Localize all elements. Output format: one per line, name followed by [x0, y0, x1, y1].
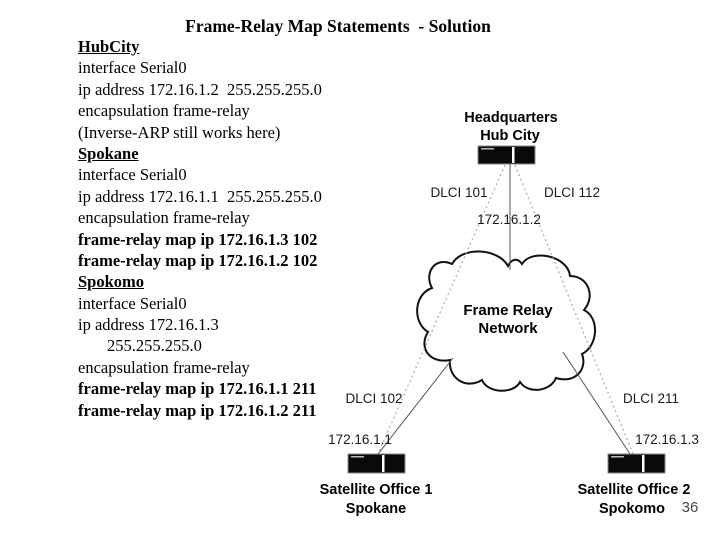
config-line: (Inverse-ARP still works here)	[78, 122, 281, 142]
spokane-ip-label: 172.16.1.1	[328, 432, 392, 447]
hub-site-label: Headquarters	[464, 110, 557, 126]
config-line: interface Serial0	[78, 165, 187, 185]
config-line: encapsulation frame-relay	[78, 101, 250, 121]
dlci-102-label: DLCI 102	[345, 391, 402, 406]
config-line: ip address 172.16.1.1 255.255.255.0	[78, 186, 322, 206]
spokomo-router-icon	[607, 453, 666, 474]
config-line: Spokomo	[78, 272, 145, 292]
page-number: 36	[682, 499, 699, 516]
config-line: HubCity	[78, 37, 140, 56]
config-line: ip address 172.16.1.2 255.255.255.0	[78, 79, 322, 99]
hub-ip-label: 172.16.1.2	[477, 212, 541, 227]
dlci-101-label: DLCI 101	[430, 185, 487, 200]
config-line: interface Serial0	[78, 293, 187, 313]
config-line: frame-relay map ip 172.16.1.3 102	[78, 229, 318, 249]
dlci-112-label: DLCI 112	[544, 185, 600, 200]
spokomo-ip-label: 172.16.1.3	[635, 432, 699, 447]
hub-to-spokomo-pvc-line	[514, 164, 634, 455]
config-line: frame-relay map ip 172.16.1.2 211	[78, 400, 317, 420]
cloud-label-line1: Frame Relay	[463, 302, 553, 319]
spokane-router-icon	[347, 453, 406, 474]
dlci-211-label: DLCI 211	[623, 391, 679, 406]
network-cloud-icon	[416, 250, 596, 392]
spokomo-name-label: Spokomo	[599, 501, 665, 517]
config-line: frame-relay map ip 172.16.1.2 102	[78, 250, 318, 270]
config-line: 255.255.255.0	[107, 336, 202, 356]
spokane-name-label: Spokane	[346, 501, 406, 517]
config-line: ip address 172.16.1.3	[78, 315, 219, 335]
cloud-label-line2: Network	[478, 320, 538, 337]
config-line: encapsulation frame-relay	[78, 208, 250, 228]
spokomo-site-label: Satellite Office 2	[578, 482, 691, 498]
config-line: encapsulation frame-relay	[78, 357, 250, 377]
hub-name-label: Hub City	[480, 128, 540, 144]
spokane-site-label: Satellite Office 1	[320, 482, 433, 498]
router-config-text: HubCity interface Serial0 ip address 172…	[78, 36, 378, 421]
page-title: Frame-Relay Map Statements - Solution	[185, 16, 491, 36]
hub-router-icon	[477, 145, 536, 165]
config-line: Spokane	[78, 143, 139, 163]
cloud-to-spokomo-link	[562, 351, 631, 455]
config-line: interface Serial0	[78, 58, 187, 78]
config-line: frame-relay map ip 172.16.1.1 211	[78, 379, 317, 399]
cloud-to-spokane-link	[377, 357, 454, 455]
